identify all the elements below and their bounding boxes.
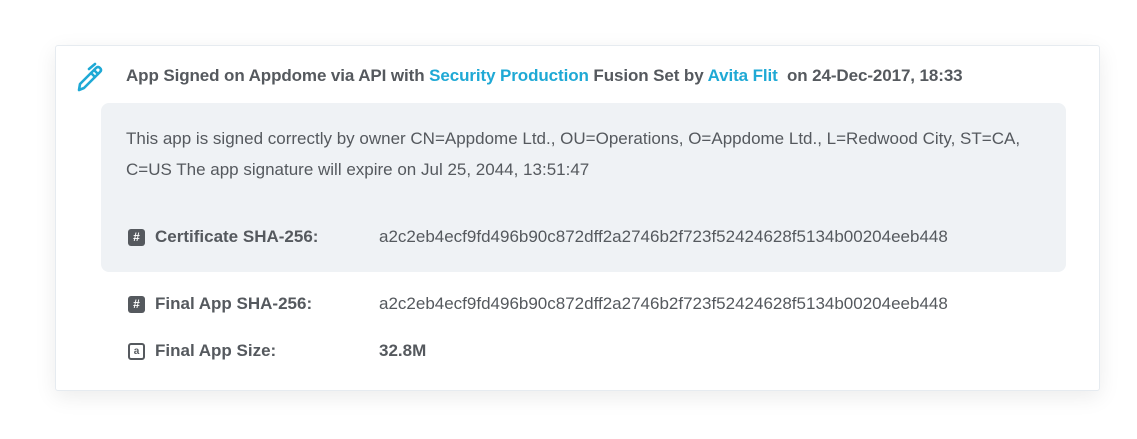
final-size-label: Final App Size: bbox=[155, 341, 277, 360]
user-link[interactable]: Avita Flit bbox=[707, 66, 778, 85]
fusion-set-link[interactable]: Security Production bbox=[429, 66, 589, 85]
certificate-sha-row: # Certificate SHA-256: a2c2eb4ecf9fd496b… bbox=[128, 227, 948, 247]
final-sha-value: a2c2eb4ecf9fd496b90c872dff2a2746b2f723f5… bbox=[379, 294, 948, 313]
event-timestamp: on 24-Dec-2017, 18:33 bbox=[786, 66, 963, 85]
final-size-value: 32.8M bbox=[379, 341, 427, 360]
final-sha-label: Final App SHA-256: bbox=[155, 294, 313, 313]
final-size-row: a Final App Size: 32.8M bbox=[128, 341, 426, 361]
title-prefix: App Signed on Appdome via API with bbox=[126, 66, 425, 85]
certificate-sha-value: a2c2eb4ecf9fd496b90c872dff2a2746b2f723f5… bbox=[379, 227, 948, 246]
event-title: App Signed on Appdome via API with Secur… bbox=[126, 66, 963, 86]
hash-icon: # bbox=[128, 295, 145, 313]
final-sha-row: # Final App SHA-256: a2c2eb4ecf9fd496b90… bbox=[128, 294, 948, 314]
title-mid: Fusion Set by bbox=[593, 66, 704, 85]
signature-panel: This app is signed correctly by owner CN… bbox=[101, 103, 1066, 272]
hash-icon: # bbox=[128, 228, 145, 246]
signing-event-card: App Signed on Appdome via API with Secur… bbox=[55, 45, 1100, 391]
pencil-icon bbox=[77, 62, 103, 92]
signature-description: This app is signed correctly by owner CN… bbox=[126, 129, 1021, 179]
certificate-sha-label: Certificate SHA-256: bbox=[155, 227, 319, 246]
size-icon: a bbox=[128, 342, 145, 360]
